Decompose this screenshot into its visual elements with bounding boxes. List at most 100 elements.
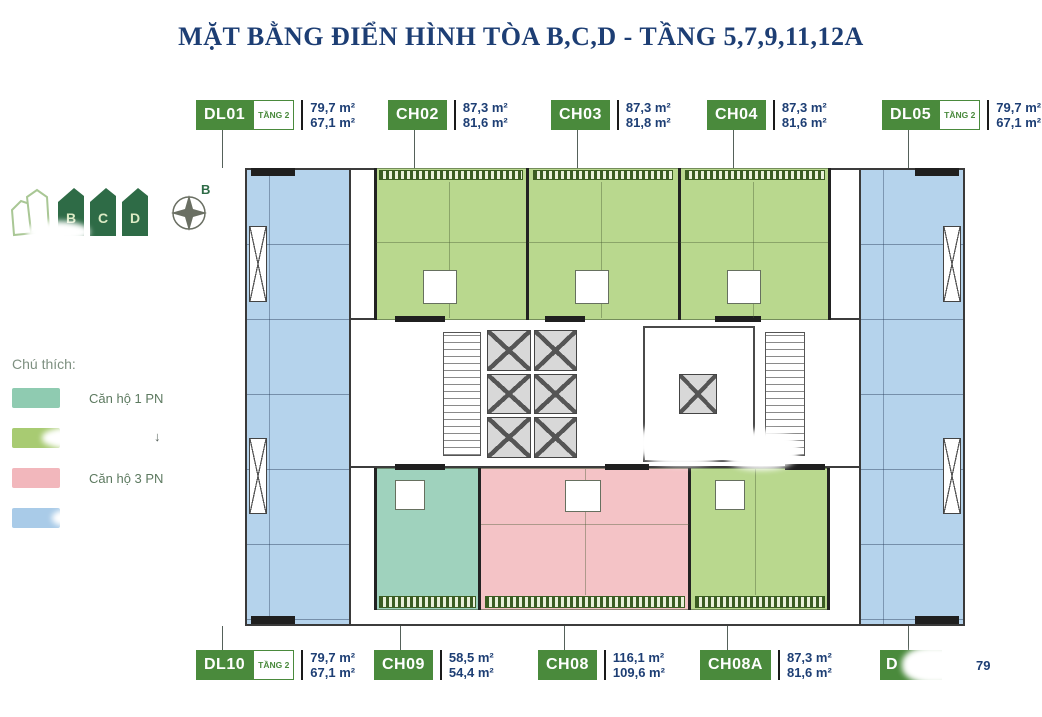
wall-segment [395,316,445,322]
logo-tower-d [122,188,148,236]
smudge-overlay [998,646,1042,684]
unit-areas: 79,7 m² 67,1 m² [996,100,1041,130]
area-gross: 79,7 m² [310,650,356,665]
area-gross: 79,7 m² [996,100,1042,115]
unit-code-badge: DL01 [196,100,254,130]
legend-remnant-arrow: ↓ [154,429,161,444]
balcony-hatch [485,596,685,608]
balcony-hatch [379,596,476,608]
compass-north-label: B [201,182,210,197]
floor-tag: TẦNG 2 [253,100,295,130]
staircase-left [443,332,481,456]
area-net: 81,6 m² [462,115,508,130]
elevator [679,374,717,414]
area-gross: 79 [976,657,991,673]
room-divider [376,242,526,243]
logo-tower-letter: B [66,210,76,226]
unit-ch09-region [375,468,480,610]
unit-label-dl05: DL05 TẦNG 2 79,7 m² 67,1 m² [882,100,1041,130]
project-logo: B C D B [8,180,223,246]
unit-label-blurred: D 79 [880,646,1042,684]
smudge-overlay [637,420,729,466]
area-gross: 79,7 m² [310,100,356,115]
label-divider [772,100,775,130]
room-divider [528,242,678,243]
legend-swatch-pink [12,468,60,488]
wall-segment [678,168,681,320]
smudge-overlay [902,646,970,684]
balcony-xbox [249,226,267,302]
label-connector [577,130,578,168]
balcony-hatch [695,596,825,608]
elevator-bank [487,330,577,458]
unit-code-badge: CH09 [374,650,433,680]
label-connector [222,130,223,168]
wall-segment [251,616,295,624]
label-divider [453,100,456,130]
balcony-xbox [249,438,267,514]
unit-code-badge: CH03 [551,100,610,130]
legend-item-3pn: Căn hộ 3 PN [12,468,212,488]
label-divider [301,100,304,130]
area-gross: 87,3 m² [786,650,832,665]
wall-segment [715,316,761,322]
floor-tag: TẦNG 2 [939,100,981,130]
wall-segment [605,464,649,470]
smudge-overlay [52,505,172,531]
label-divider [616,100,619,130]
wall-segment [251,168,295,176]
wall-segment [395,464,445,470]
logo-graphic: B C D B [10,182,210,243]
elevator [533,373,577,415]
bathroom [395,480,425,510]
room-divider [449,182,450,318]
room-divider [753,182,754,318]
unit-code-badge: DL10 [196,650,254,680]
area-gross: 87,3 m² [625,100,671,115]
unit-label-ch09: CH09 58,5 m² 54,4 m² [374,650,494,680]
bathroom [715,480,745,510]
elevator [533,330,577,371]
unit-label-ch04: CH04 87,3 m² 81,6 m² [707,100,827,130]
label-connector [400,626,401,650]
smudge-overlay [26,221,90,243]
label-connector [727,626,728,650]
balcony-xbox [943,226,961,302]
legend-item-1pn: Căn hộ 1 PN [12,388,212,408]
wall-segment [374,468,377,610]
balcony-hatch [379,170,523,180]
balcony-xbox [943,438,961,514]
unit-ch08a-region [690,468,829,610]
unit-label-ch03: CH03 87,3 m² 81,8 m² [551,100,671,130]
bathroom [423,270,457,304]
room-divider [601,182,602,318]
elevator [487,417,531,458]
wall-segment [478,468,481,610]
area-net: 109,6 m² [612,665,665,680]
balcony-hatch [685,170,825,180]
wall-segment [526,168,529,320]
logo-tower-letter: C [98,210,108,226]
label-connector [414,130,415,168]
room-divider [585,469,586,595]
area-gross: 87,3 m² [462,100,508,115]
unit-code-badge: CH02 [388,100,447,130]
unit-areas: 87,3 m² 81,8 m² [626,100,671,130]
compass-star-icon [171,195,207,231]
logo-tower-letter: D [130,210,140,226]
floor-plan [245,168,965,626]
unit-areas: 79 [976,650,990,680]
unit-areas: 87,3 m² 81,6 m² [782,100,827,130]
unit-code-badge: CH04 [707,100,766,130]
wall-segment [915,168,959,176]
legend-heading: Chú thích: [12,356,76,372]
page-title: MẶT BẰNG ĐIỂN HÌNH TÒA B,C,D - TẦNG 5,7,… [178,22,864,51]
legend-swatch-teal [12,388,60,408]
label-divider [301,650,304,680]
unit-areas: 58,5 m² 54,4 m² [449,650,494,680]
balcony-hatch [533,170,673,180]
unit-label-ch08a: CH08A 87,3 m² 81,6 m² [700,650,832,680]
area-net: 81,8 m² [625,115,671,130]
label-divider [603,650,606,680]
